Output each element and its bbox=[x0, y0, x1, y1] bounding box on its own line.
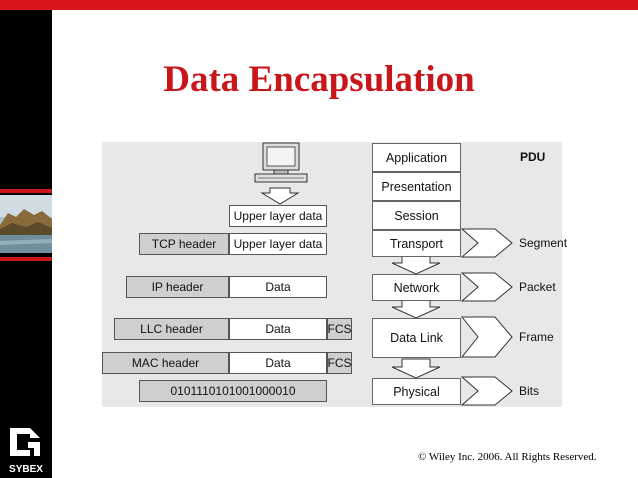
pdu-chevron-segment bbox=[460, 228, 513, 258]
llc-header: LLC header bbox=[114, 318, 229, 340]
landscape-photo bbox=[0, 195, 52, 253]
osi-layer-network: Network bbox=[372, 274, 461, 301]
pdu-bits: Bits bbox=[519, 384, 540, 398]
down-arrow-transport bbox=[391, 253, 441, 275]
ip-header: IP header bbox=[126, 276, 229, 298]
osi-layer-session: Session bbox=[372, 201, 461, 230]
tcp-header: TCP header bbox=[139, 233, 229, 255]
ip-data: Data bbox=[229, 276, 327, 298]
pdu-frame: Frame bbox=[519, 330, 554, 344]
osi-layer-data-link: Data Link bbox=[372, 318, 461, 358]
down-arrow-computer bbox=[260, 187, 300, 205]
mac-data: Data bbox=[229, 352, 327, 374]
bit-stream: 0101110101001000010 bbox=[139, 380, 327, 402]
pdu-chevron-bits bbox=[460, 376, 513, 406]
pdu-packet: Packet bbox=[519, 280, 556, 294]
osi-layer-presentation: Presentation bbox=[372, 172, 461, 201]
down-arrow-datalink bbox=[391, 358, 441, 379]
llc-data: Data bbox=[229, 318, 327, 340]
pdu-heading: PDU bbox=[520, 150, 546, 164]
mac-header: MAC header bbox=[102, 352, 229, 374]
left-red-stripe-top bbox=[0, 189, 52, 193]
sybex-logo: SYBEX bbox=[0, 420, 52, 478]
pdu-segment: Segment bbox=[519, 236, 568, 250]
slide-title: Data Encapsulation bbox=[163, 59, 475, 100]
copyright-notice: © Wiley Inc. 2006. All Rights Reserved. bbox=[418, 451, 597, 463]
mac-fcs: FCS bbox=[327, 352, 352, 374]
llc-fcs: FCS bbox=[327, 318, 352, 340]
tcp-upper-layer-data: Upper layer data bbox=[229, 233, 327, 255]
left-red-stripe-bottom bbox=[0, 257, 52, 261]
pdu-chevron-packet bbox=[460, 272, 513, 302]
top-red-bar bbox=[0, 0, 638, 10]
down-arrow-network bbox=[391, 297, 441, 319]
pdu-chevron-frame bbox=[460, 316, 513, 358]
upper-layer-data: Upper layer data bbox=[229, 205, 327, 227]
osi-layer-physical: Physical bbox=[372, 378, 461, 405]
computer-icon bbox=[254, 142, 308, 183]
logo-text: SYBEX bbox=[9, 464, 43, 475]
osi-layer-transport: Transport bbox=[372, 230, 461, 257]
osi-layer-application: Application bbox=[372, 143, 461, 172]
